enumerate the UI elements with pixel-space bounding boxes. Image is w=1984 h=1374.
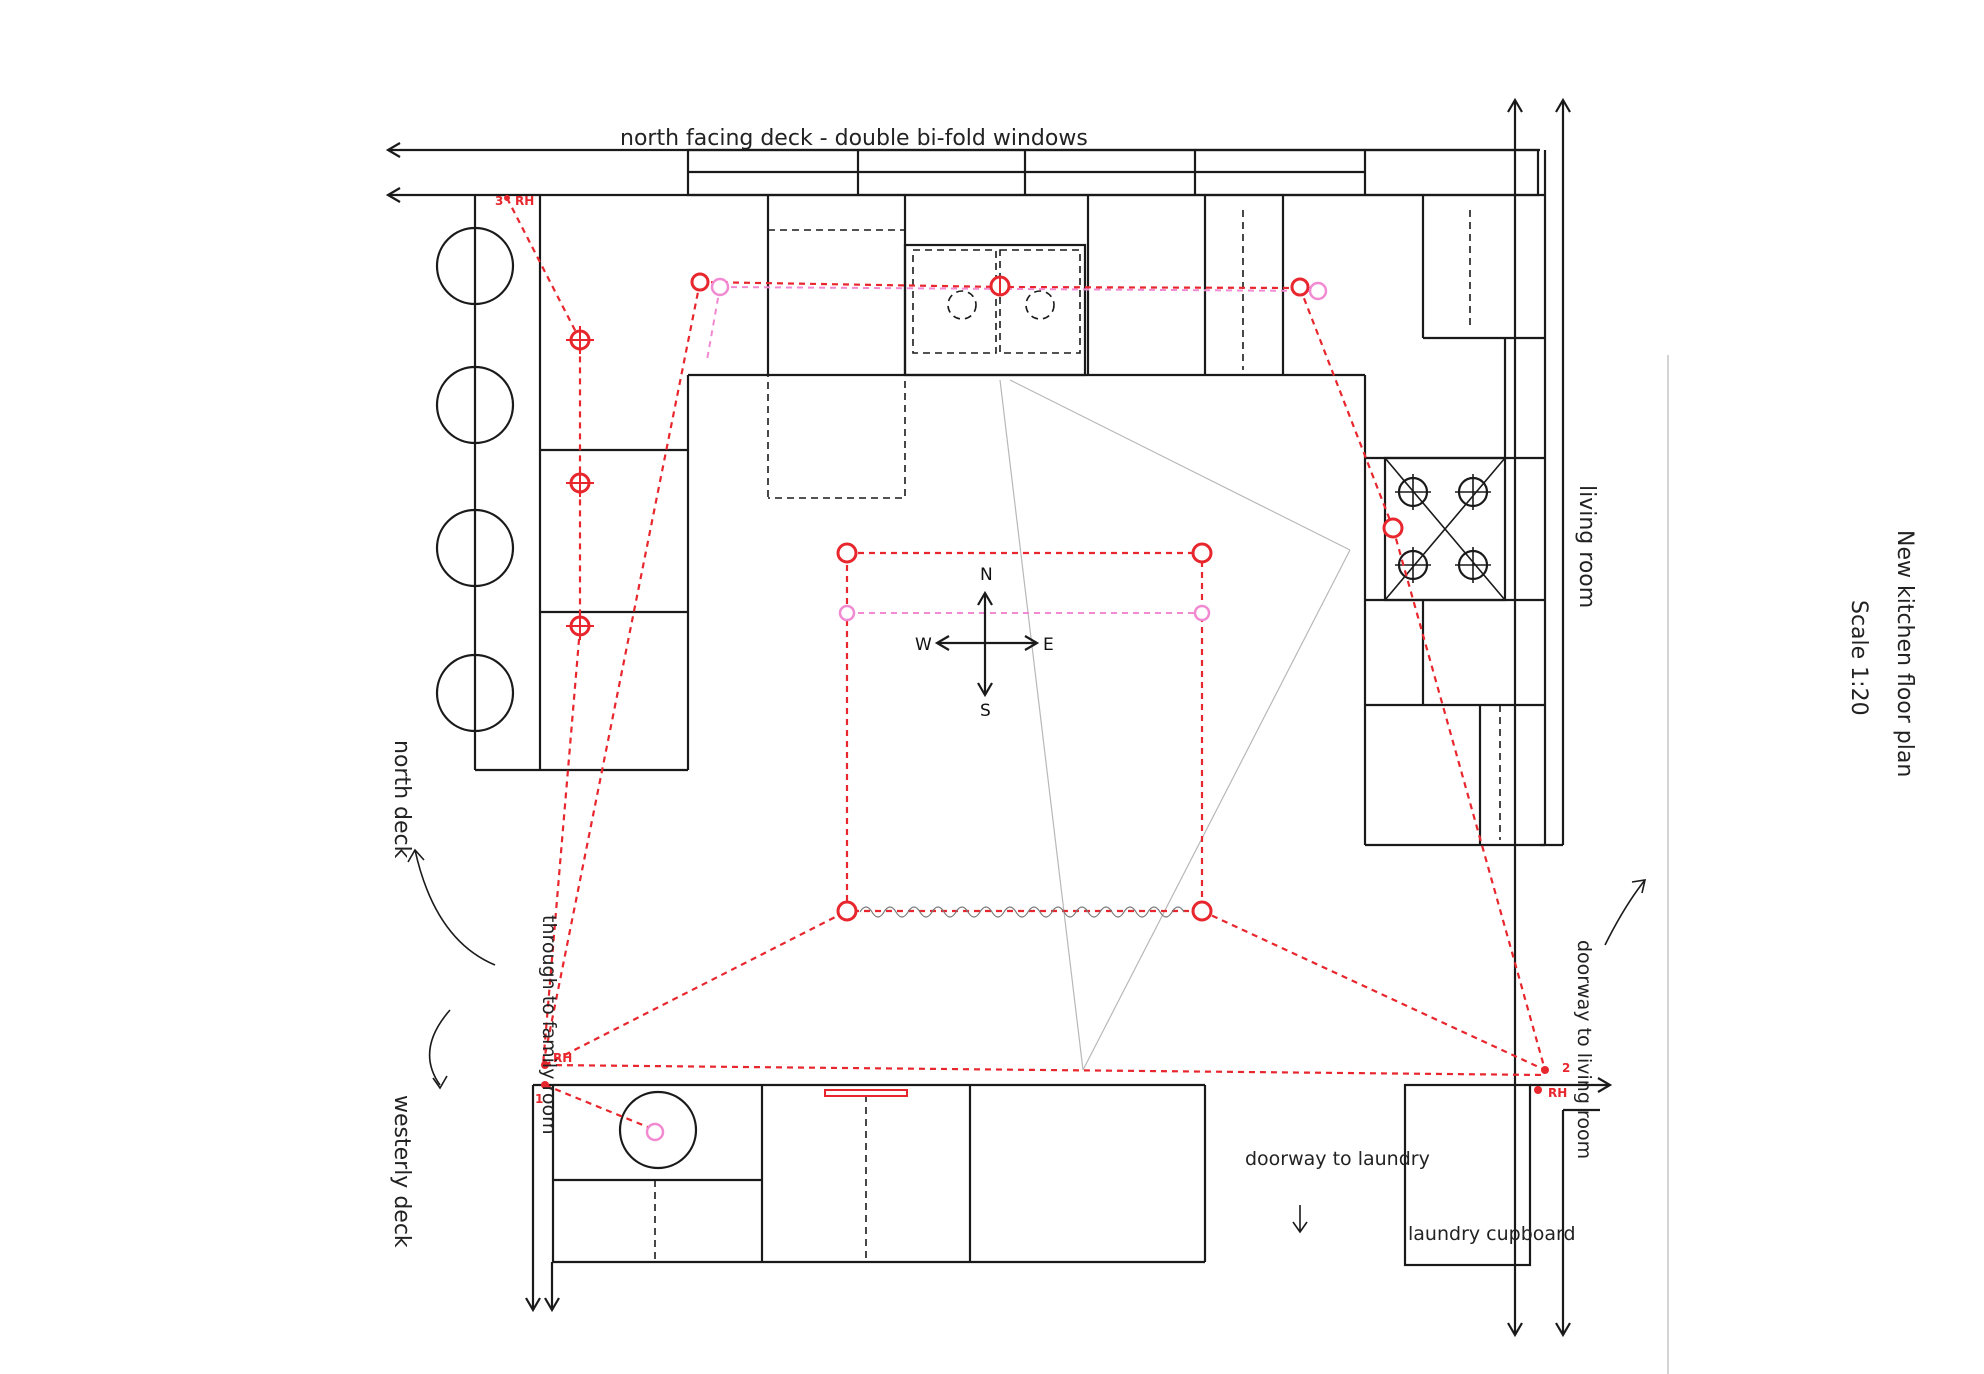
- direction-arrows: [407, 848, 1647, 1090]
- sink-drain-icon: [947, 290, 977, 320]
- strip-light-icon: [566, 469, 594, 497]
- construction-lines: [999, 355, 1669, 1374]
- north-deck-label: north deck: [389, 740, 414, 859]
- plan-scale: Scale 1:20: [1846, 600, 1871, 716]
- laundry-cupboard: [1403, 1083, 1532, 1267]
- south-counter: [525, 1077, 1613, 1338]
- bar-stools: [435, 226, 515, 733]
- light-fixtures: [504, 195, 1549, 1142]
- handle-icon: [824, 1089, 908, 1097]
- downlight-icon: [1193, 604, 1211, 622]
- doorway-to-laundry-label: doorway to laundry: [1245, 1148, 1430, 1170]
- through-to-family-room-label: through to family room: [538, 915, 560, 1135]
- switch-label-rh-right: RH: [1548, 1086, 1567, 1100]
- strip-light-icon: [566, 612, 594, 640]
- east-wall: [1507, 97, 1571, 1335]
- downlight-icon: [836, 900, 858, 922]
- sink: [903, 243, 1087, 377]
- downlight-icon: [836, 542, 858, 564]
- stool-icon: [435, 365, 515, 445]
- compass: N S E W: [915, 565, 1054, 721]
- switch-label-rh-top: RH: [515, 194, 534, 208]
- lighting-wiring: [506, 197, 1547, 1132]
- compass-s: S: [980, 701, 991, 721]
- downlight-icon: [710, 277, 730, 297]
- downlight-icon: [1308, 281, 1328, 301]
- plan-title: New kitchen floor plan: [1892, 530, 1917, 777]
- downlight-icon: [1191, 542, 1213, 564]
- north-wall: [385, 142, 1545, 203]
- switch-label-num: 3: [495, 194, 503, 208]
- switch-labels: RH 3 RH 1 RH 2: [495, 194, 1570, 1106]
- downlight-icon: [645, 1122, 665, 1142]
- burner-icon: [1455, 474, 1491, 510]
- strip-light-icon: [566, 326, 594, 354]
- switch-label-num: 2: [1562, 1061, 1570, 1075]
- north-facing-deck-label: north facing deck - double bi-fold windo…: [620, 126, 1088, 151]
- burner-icon: [1395, 474, 1431, 510]
- stool-icon: [435, 226, 515, 306]
- laundry-cupboard-label: laundry cupboard: [1408, 1223, 1576, 1245]
- downlight-icon: [1191, 900, 1213, 922]
- north-counter: [473, 195, 1545, 847]
- compass-w: W: [915, 635, 932, 655]
- compass-n: N: [980, 565, 993, 585]
- living-room-label: living room: [1574, 485, 1599, 608]
- downlight-icon: [1290, 277, 1310, 297]
- downlight-icon: [838, 604, 856, 622]
- westerly-deck-label: westerly deck: [389, 1095, 414, 1248]
- stool-icon: [435, 653, 515, 733]
- stool-icon: [435, 508, 515, 588]
- downlight-icon: [690, 272, 710, 292]
- bin-icon: [618, 1090, 698, 1170]
- doorway-to-living-room-label: doorway to living room: [1573, 940, 1595, 1159]
- cooktop: [1383, 456, 1507, 602]
- rangehood-light-icon: [1382, 517, 1404, 539]
- switch-label-rh-mid: RH: [553, 1051, 572, 1065]
- burner-icon: [1395, 547, 1431, 583]
- switch-label-num: 1: [535, 1092, 543, 1106]
- burner-icon: [1455, 547, 1491, 583]
- island: [845, 551, 1204, 918]
- compass-e: E: [1043, 635, 1054, 655]
